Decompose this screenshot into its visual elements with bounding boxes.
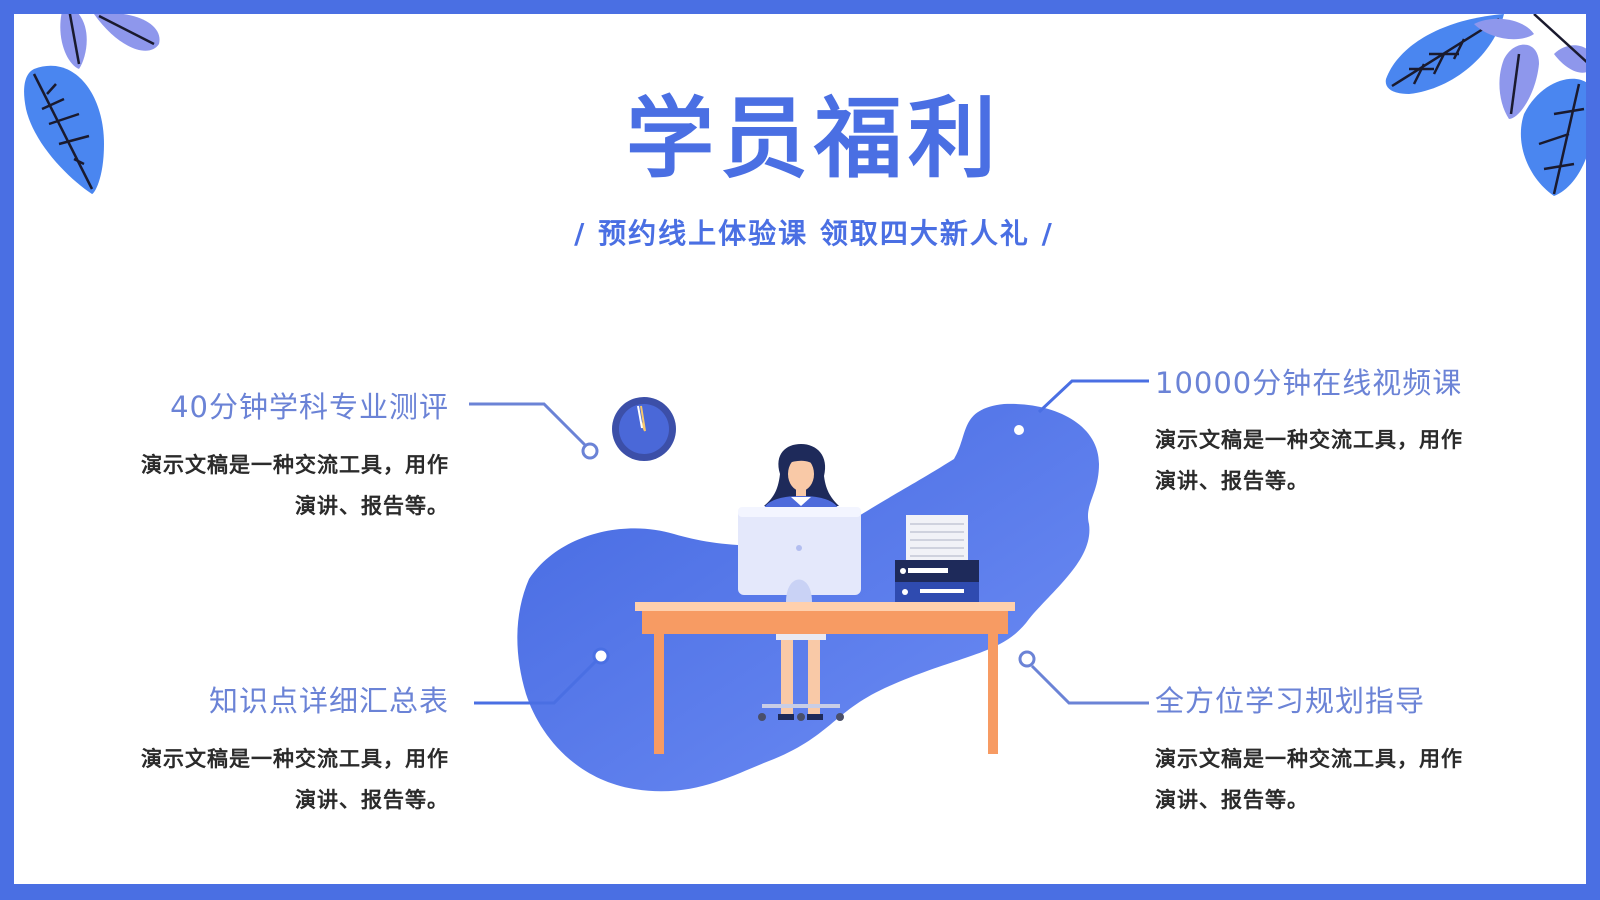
feature-desc-line: 演讲、报告等。 xyxy=(1155,788,1309,812)
feature-desc-line: 演示文稿是一种交流工具，用作 xyxy=(141,453,449,477)
printer-icon xyxy=(895,515,979,602)
feature-desc-planning: 演示文稿是一种交流工具，用作 演讲、报告等。 xyxy=(1155,739,1575,821)
person-illustration xyxy=(758,444,844,721)
page-subtitle: / 预约线上体验课 领取四大新人礼 / xyxy=(574,217,1054,250)
feature-desc-line: 演示文稿是一种交流工具，用作 xyxy=(1155,747,1463,771)
leaf-decoration-top-left xyxy=(24,14,160,194)
feature-desc-assessment: 演示文稿是一种交流工具，用作 演讲、报告等。 xyxy=(84,445,449,527)
feature-title-summary: 知识点详细汇总表 xyxy=(208,684,449,718)
feature-title-assessment: 40分钟学科专业测评 xyxy=(170,390,449,424)
feature-title-planning: 全方位学习规划指导 xyxy=(1155,684,1426,718)
feature-desc-summary: 演示文稿是一种交流工具，用作 演讲、报告等。 xyxy=(84,739,449,821)
desk-illustration xyxy=(635,602,1015,754)
clock-icon xyxy=(612,397,676,461)
monitor-icon xyxy=(738,507,861,602)
feature-title-video: 10000分钟在线视频课 xyxy=(1155,366,1463,400)
feature-desc-line: 演示文稿是一种交流工具，用作 xyxy=(1155,428,1463,452)
page-title: 学员福利 xyxy=(625,87,1002,190)
feature-desc-line: 演讲、报告等。 xyxy=(1155,469,1309,493)
connector-lines xyxy=(469,379,1149,705)
illustration-layer xyxy=(24,14,1586,792)
feature-desc-video: 演示文稿是一种交流工具，用作 演讲、报告等。 xyxy=(1155,420,1575,502)
feature-desc-line: 演讲、报告等。 xyxy=(295,788,449,812)
leaf-decoration-top-right xyxy=(1385,14,1586,196)
feature-desc-line: 演示文稿是一种交流工具，用作 xyxy=(141,747,449,771)
feature-desc-line: 演讲、报告等。 xyxy=(295,494,449,518)
